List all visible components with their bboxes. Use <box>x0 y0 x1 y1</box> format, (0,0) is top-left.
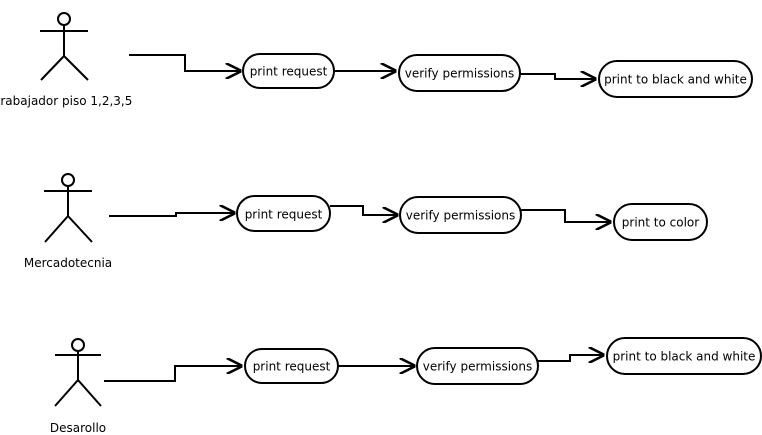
actor-mercadotecnia: Mercadotecnia <box>24 173 112 270</box>
node-label: print to color <box>622 216 699 230</box>
node-print-black-white[interactable]: print to black and white <box>606 337 762 375</box>
node-label: print request <box>245 208 323 222</box>
node-print-request[interactable]: print request <box>244 348 339 384</box>
node-print-color[interactable]: print to color <box>613 203 708 241</box>
node-label: print to black and white <box>613 350 756 364</box>
node-verify-permissions[interactable]: verify permissions <box>416 347 539 385</box>
actor-desarollo: Desarollo <box>50 338 106 435</box>
connector-arrow <box>104 366 241 382</box>
actor-icon <box>54 338 102 407</box>
connector-arrow <box>330 205 397 215</box>
node-label: print request <box>250 65 328 79</box>
connector-arrow <box>129 54 240 71</box>
connector-arrow <box>520 74 595 79</box>
actor-label: trabajador piso 1,2,3,5 <box>0 94 132 108</box>
actor-icon <box>44 173 93 243</box>
connector-arrow <box>538 355 603 361</box>
node-label: print request <box>253 360 331 374</box>
node-label: print to black and white <box>604 73 747 87</box>
node-label: verify permissions <box>405 67 514 81</box>
node-verify-permissions[interactable]: verify permissions <box>398 54 521 92</box>
connector-arrow <box>521 209 610 222</box>
actor-label: Mercadotecnia <box>24 256 112 270</box>
node-verify-permissions[interactable]: verify permissions <box>399 196 522 234</box>
connector-arrow <box>109 213 234 216</box>
node-print-request[interactable]: print request <box>236 195 331 232</box>
node-print-black-white[interactable]: print to black and white <box>598 60 753 98</box>
actor-icon <box>40 12 89 81</box>
node-label: verify permissions <box>423 360 532 374</box>
actor-trabajador: trabajador piso 1,2,3,5 <box>0 12 132 108</box>
actor-label: Desarollo <box>50 421 106 435</box>
node-label: verify permissions <box>406 209 515 223</box>
node-print-request[interactable]: print request <box>242 53 335 89</box>
